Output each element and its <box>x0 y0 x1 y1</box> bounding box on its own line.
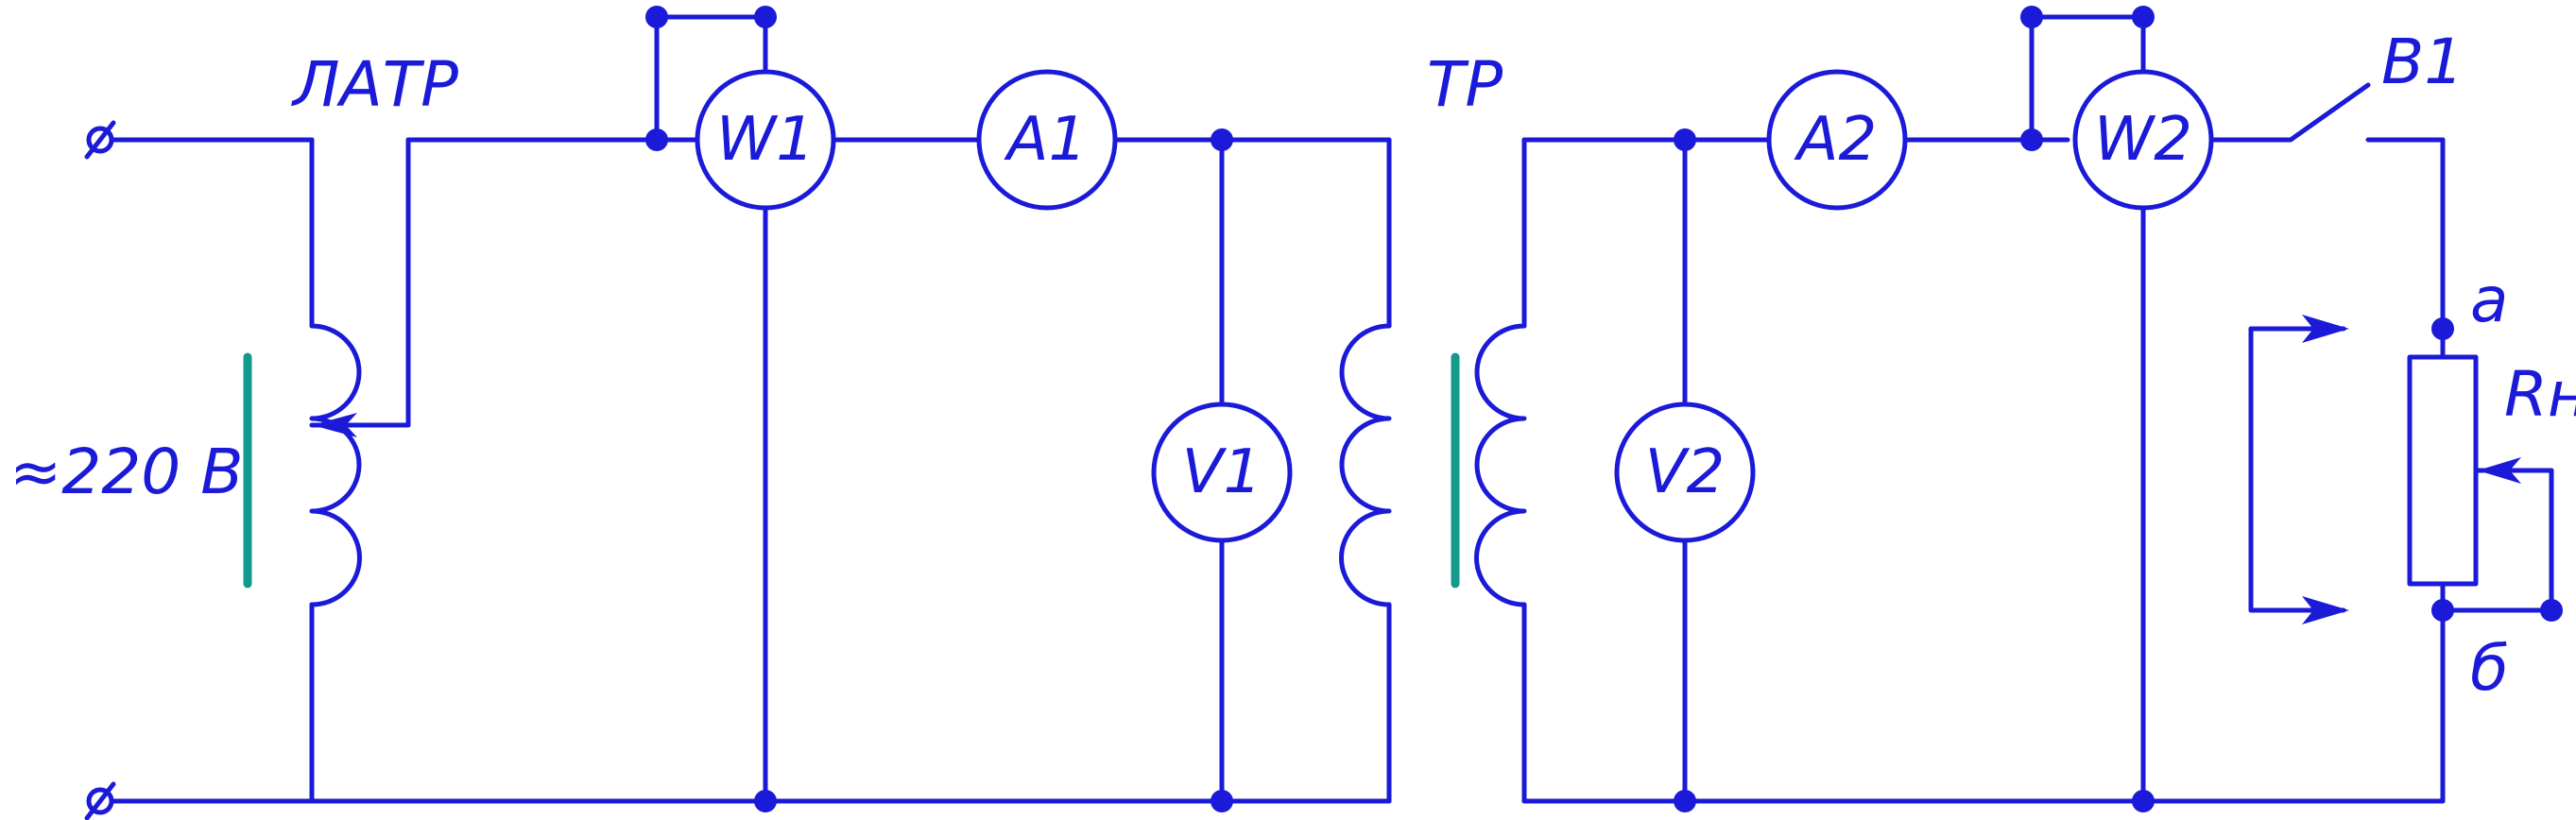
arrowheads <box>312 413 2521 484</box>
meter-v2-label: V2 <box>1645 437 1726 507</box>
switch-label: В1 <box>2381 26 2464 98</box>
junction-dots <box>645 6 2563 812</box>
secondary-winding <box>1474 323 1527 607</box>
terminal-b-dot <box>2431 599 2454 622</box>
meter-a2-label: A2 <box>1794 105 1878 175</box>
latr-label: ЛАТР <box>291 48 458 121</box>
meter-v1: V1 <box>1151 401 1293 543</box>
supply-voltage-label: ≈220 В <box>9 436 244 508</box>
meter-w1: W1 <box>695 69 836 211</box>
meter-a1: A1 <box>976 69 1118 211</box>
transformer-label: ТР <box>1427 48 1503 121</box>
latr-autotransformer <box>243 323 362 607</box>
meter-w1-label: W1 <box>716 105 815 175</box>
voltage-measure-arrows <box>2248 315 2349 624</box>
load-label: Rн <box>2504 358 2576 431</box>
transformer-tp <box>1339 323 1527 607</box>
load-resistor <box>2407 354 2479 587</box>
primary-winding <box>1339 323 1392 607</box>
meter-a2: A2 <box>1766 69 1908 211</box>
meter-a1-label: A1 <box>1004 105 1088 175</box>
terminal-b-label: б <box>2470 632 2509 705</box>
terminal-a-label: а <box>2470 264 2508 336</box>
meter-w2: W2 <box>2072 69 2214 211</box>
terminal-a-dot <box>2431 317 2454 340</box>
meter-v1-label: V1 <box>1182 437 1262 507</box>
meter-w2-label: W2 <box>2094 105 2192 175</box>
meter-v2: V2 <box>1614 401 1756 543</box>
